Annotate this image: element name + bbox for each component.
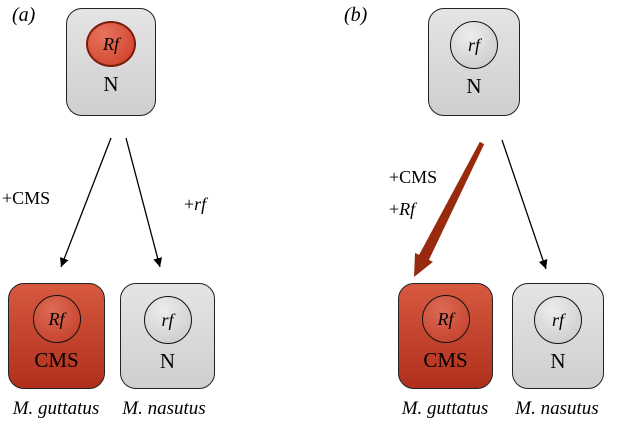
offspring-cell-b-guttatus: Rf CMS xyxy=(398,283,493,389)
nucleus-b-parent: rf xyxy=(450,21,498,69)
species-label-b-nasutus: M. nasutus xyxy=(515,398,599,419)
gene-label: rf xyxy=(161,310,174,330)
nucleus-b-guttatus: Rf xyxy=(421,295,470,343)
cytoplasm-label: CMS xyxy=(423,348,468,372)
cytoplasm-label: N xyxy=(159,349,176,373)
cross-arrow-b-right xyxy=(501,139,548,270)
arrow-label-a-cms: +CMS xyxy=(2,188,51,208)
arrow-label-b-cms: +CMS xyxy=(389,167,438,187)
panel-b-label: (b) xyxy=(344,4,368,26)
plus-sign: + xyxy=(184,194,195,214)
species-label-a-guttatus: M. guttatus xyxy=(12,398,100,419)
nucleus-a-nasutus: rf xyxy=(143,296,192,344)
cytoplasm-label: N xyxy=(103,72,119,96)
cytoplasm-label: N xyxy=(466,74,482,98)
gene-label: rf xyxy=(467,35,480,55)
gene-label: Rf xyxy=(103,34,119,54)
gene-label: rf xyxy=(194,194,207,214)
panel-a-label: (a) xyxy=(12,4,36,26)
gene-label: rf xyxy=(551,310,564,330)
species-label-a-nasutus: M. nasutus xyxy=(122,398,206,419)
arrow-label-b-rf: +Rf xyxy=(389,199,415,221)
cross-arrow-a-left xyxy=(60,137,112,268)
offspring-cell-a-guttatus: Rf CMS xyxy=(8,283,105,389)
arrow-label-a-rf: +rf xyxy=(184,194,206,216)
gene-label: Rf xyxy=(399,199,416,219)
nucleus-b-nasutus: rf xyxy=(534,296,582,344)
parent-cell-b: rf N xyxy=(428,8,520,116)
offspring-cell-b-nasutus: rf N xyxy=(512,283,604,389)
parent-cell-a: Rf N xyxy=(66,8,156,116)
offspring-cell-a-nasutus: rf N xyxy=(120,283,215,389)
gene-label: Rf xyxy=(437,309,454,329)
cross-arrow-b-thick xyxy=(414,141,485,277)
plus-sign: + xyxy=(389,199,400,219)
cytoplasm-label: CMS xyxy=(34,348,79,372)
species-label-b-guttatus: M. guttatus xyxy=(401,398,489,419)
gene-label: Rf xyxy=(48,309,65,329)
nucleus-a-guttatus: Rf xyxy=(32,295,81,343)
cytoplasm-label: N xyxy=(550,349,566,373)
nucleus-a-parent: Rf xyxy=(86,21,136,67)
cross-arrow-a-right xyxy=(125,137,163,268)
